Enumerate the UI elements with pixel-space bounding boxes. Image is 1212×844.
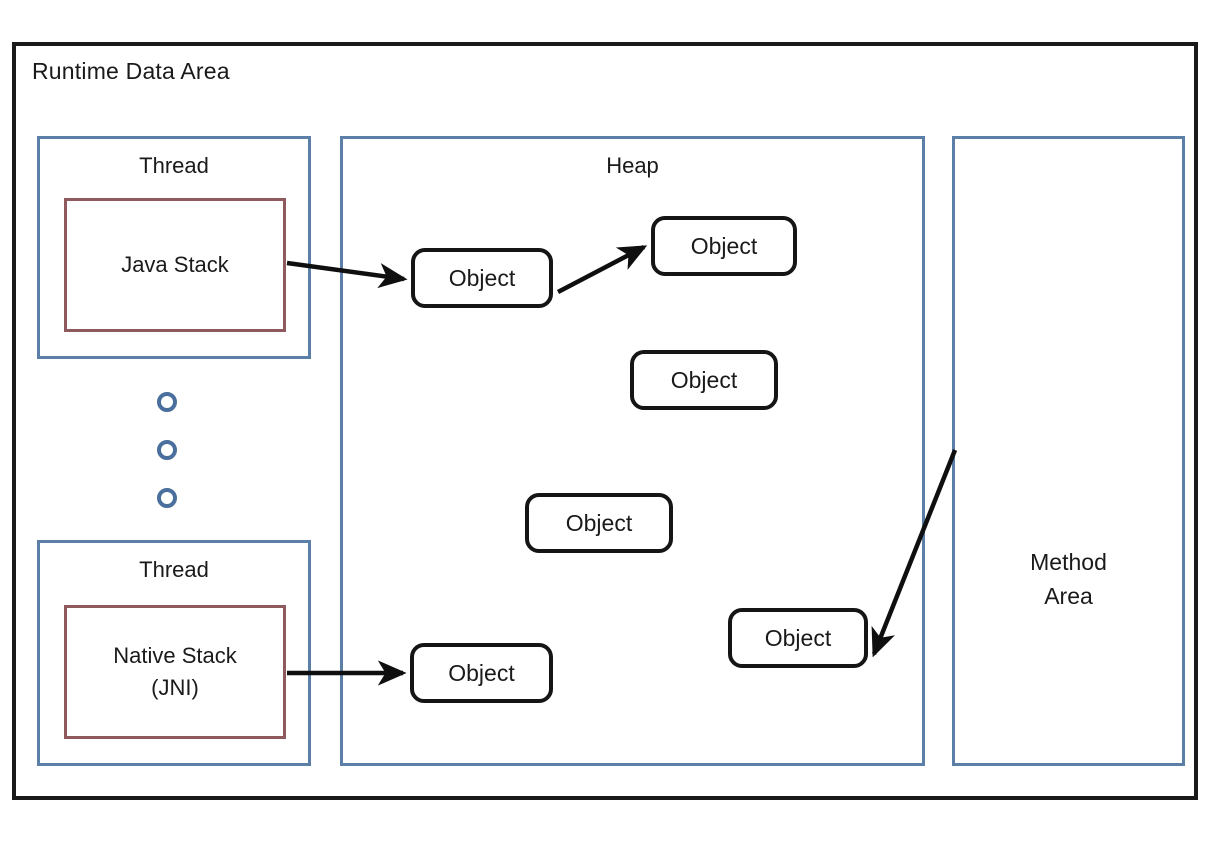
thread-top-label: Thread [139, 153, 209, 178]
native-stack-label-line2: (JNI) [151, 675, 199, 700]
object-node: Object [411, 248, 553, 308]
ellipsis-circle-icon [157, 392, 177, 412]
object-label: Object [690, 232, 758, 259]
object-node: Object [728, 608, 868, 668]
method-area-region: Method Area [952, 136, 1185, 766]
ellipsis-circle-icon [157, 440, 177, 460]
object-label: Object [764, 624, 832, 651]
object-label: Object [565, 509, 633, 536]
object-label: Object [670, 366, 738, 393]
method-area-label-line1: Method [1030, 549, 1107, 575]
object-node: Object [410, 643, 553, 703]
runtime-data-area-title: Runtime Data Area [32, 58, 230, 84]
method-area-label-line2: Area [1044, 583, 1093, 609]
native-stack-box: Native Stack (JNI) [64, 605, 286, 739]
native-stack-label: Native Stack (JNI) [113, 640, 237, 704]
object-node: Object [630, 350, 778, 410]
native-stack-label-line1: Native Stack [113, 643, 237, 668]
object-node: Object [651, 216, 797, 276]
java-stack-box: Java Stack [64, 198, 286, 332]
heap-label: Heap [606, 153, 659, 178]
object-node: Object [525, 493, 673, 553]
method-area-label: Method Area [955, 545, 1182, 613]
object-label: Object [448, 264, 516, 291]
ellipsis-circle-icon [157, 488, 177, 508]
thread-bottom-label: Thread [139, 557, 209, 582]
object-label: Object [448, 659, 515, 686]
java-stack-label: Java Stack [121, 252, 229, 277]
